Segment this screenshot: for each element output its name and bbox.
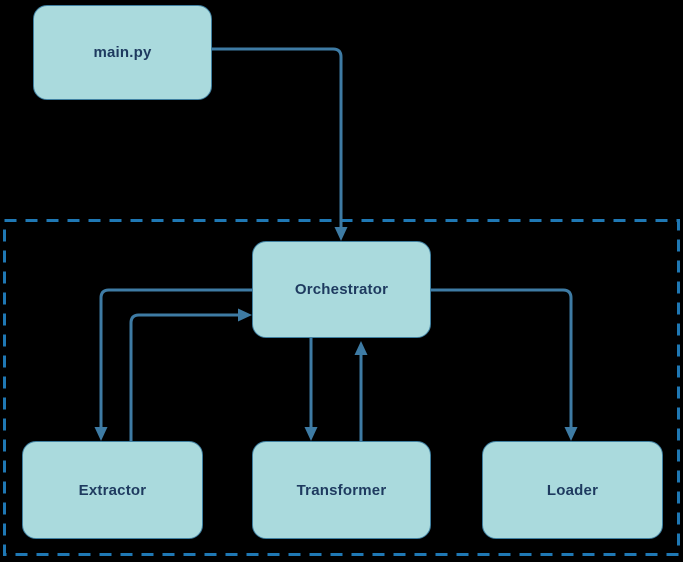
node-extractor: Extractor [22, 441, 203, 539]
node-transformer: Transformer [252, 441, 431, 539]
edge-extractor-to-orchestrator [129, 313, 238, 441]
arrowhead-into-orchestrator-left [238, 308, 252, 322]
node-loader-label: Loader [546, 481, 599, 499]
arrowhead-into-orchestrator-bottom [354, 341, 368, 355]
node-orchestrator: Orchestrator [252, 241, 431, 338]
arrowhead-into-orchestrator-top [334, 227, 348, 241]
arrowhead-into-transformer-top [304, 427, 318, 441]
edge-orchestrator-to-loader [430, 288, 573, 427]
node-extractor-label: Extractor [78, 481, 147, 499]
arrowhead-into-loader-top [564, 427, 578, 441]
edge-main-to-orchestrator [211, 47, 343, 227]
node-loader: Loader [482, 441, 663, 539]
node-main-py: main.py [33, 5, 212, 100]
node-orchestrator-label: Orchestrator [294, 281, 389, 298]
arrowhead-into-extractor-top [94, 427, 108, 441]
node-main-py-label: main.py [93, 44, 152, 61]
edge-orchestrator-to-extractor [99, 288, 252, 427]
node-transformer-label: Transformer [296, 481, 387, 499]
